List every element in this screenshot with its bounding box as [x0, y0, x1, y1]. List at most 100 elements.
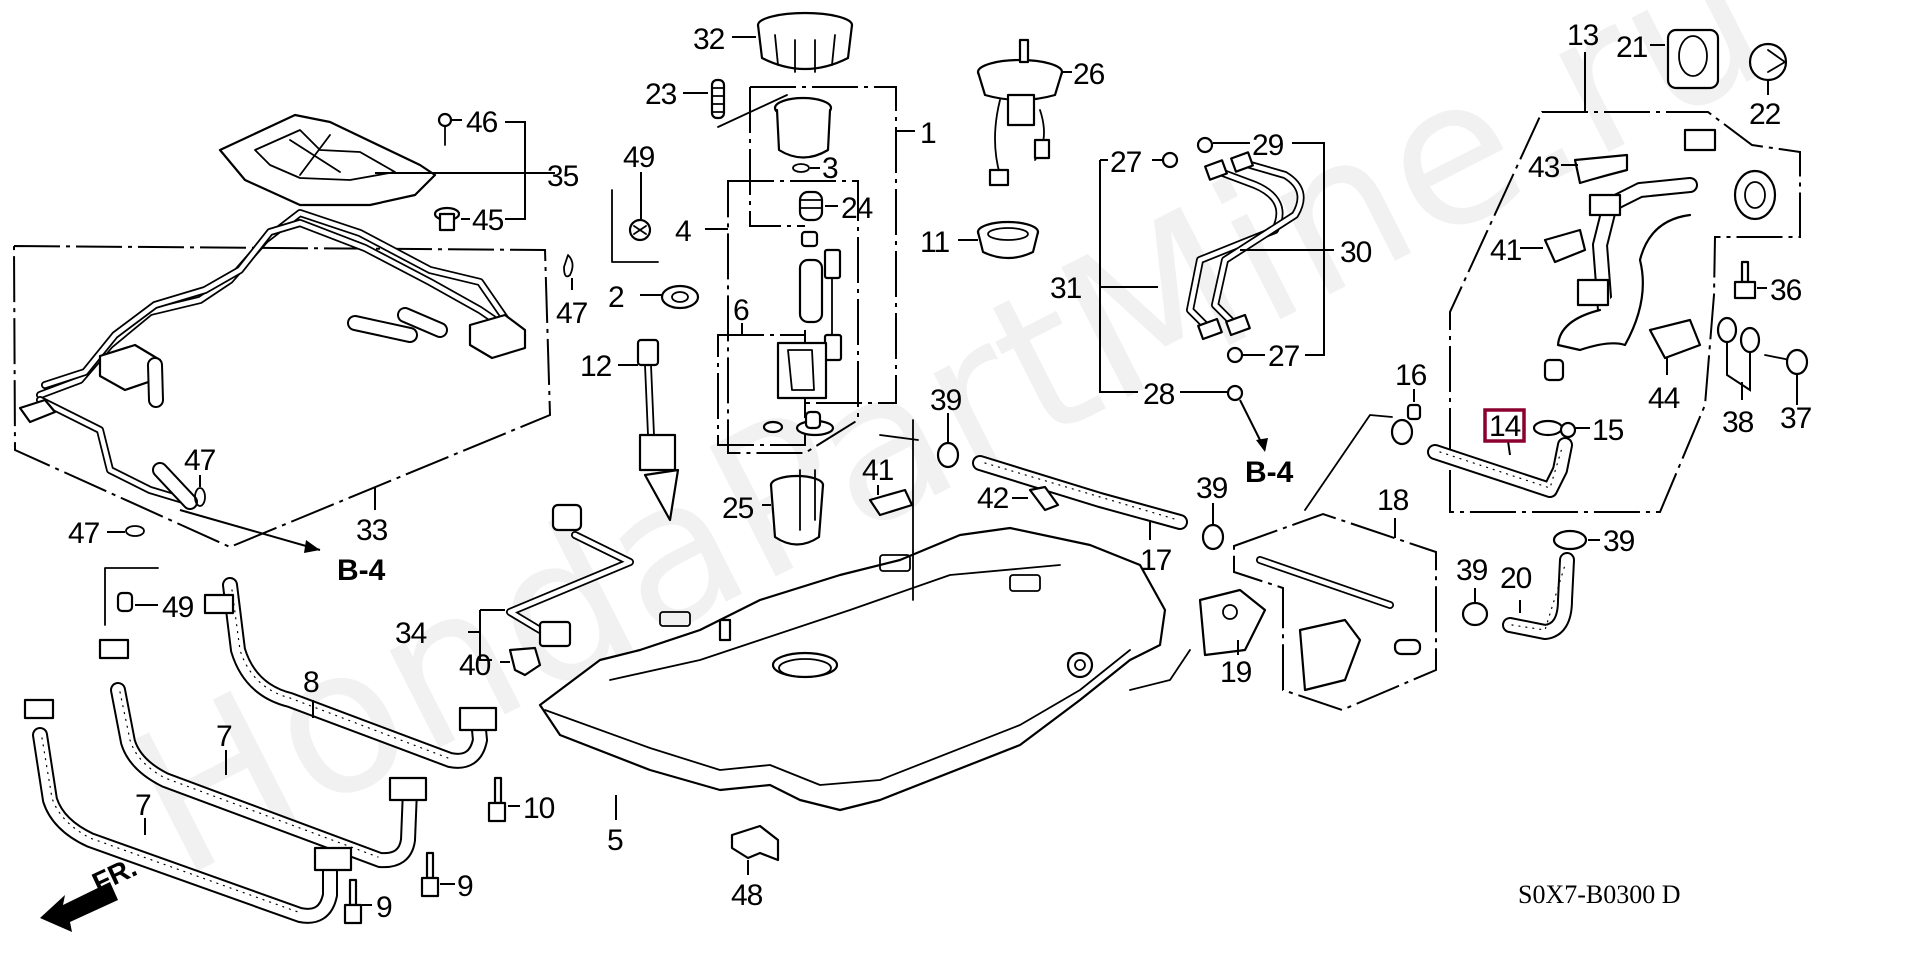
callout-40-text[interactable]: 40	[459, 649, 492, 682]
part-7-strap-front[interactable]	[23, 698, 353, 924]
callout-39-d[interactable]: 39	[1456, 554, 1489, 587]
callout-49-top[interactable]: 49	[623, 141, 656, 174]
callout-47-left[interactable]: 47	[68, 517, 101, 550]
part-39-clamp-d[interactable]	[1461, 601, 1489, 627]
callout-2[interactable]: 2	[608, 281, 625, 314]
callout-27-bottom[interactable]: 27	[1268, 340, 1301, 373]
callout-15[interactable]: 15	[1592, 414, 1625, 447]
part-41-clip-left[interactable]	[868, 488, 914, 517]
callout-37[interactable]: 37	[1780, 402, 1813, 435]
part-40-clip[interactable]	[508, 646, 542, 677]
callout-39-b[interactable]: 39	[1196, 472, 1229, 505]
part-11-gasket[interactable]	[976, 220, 1040, 260]
callout-16[interactable]: 16	[1395, 359, 1428, 392]
callout-4[interactable]: 4	[675, 215, 692, 248]
callout-18[interactable]: 18	[1377, 484, 1410, 517]
part-7-strap-rear[interactable]	[98, 638, 428, 869]
part-15-clamp[interactable]	[1532, 419, 1577, 439]
part-39-clamp-c[interactable]	[1552, 529, 1588, 551]
callout-5[interactable]: 5	[607, 824, 624, 857]
callout-19[interactable]: 19	[1220, 656, 1253, 689]
callout-11[interactable]: 11	[920, 226, 950, 259]
part-45-grommet[interactable]	[433, 206, 461, 232]
part-fuel-pump-motor[interactable]	[798, 230, 843, 362]
callout-26[interactable]: 26	[1073, 58, 1106, 91]
callout-43[interactable]: 43	[1528, 151, 1561, 184]
part-20-hose[interactable]	[1502, 552, 1575, 640]
part-18-canister-parts[interactable]	[1256, 556, 1422, 692]
part-10-bolt[interactable]	[487, 776, 507, 823]
callout-41-left[interactable]: 41	[862, 454, 895, 487]
part-16-clamp[interactable]	[1390, 403, 1422, 446]
part-21-filler-base[interactable]	[1666, 28, 1720, 90]
callout-22[interactable]: 22	[1749, 98, 1782, 131]
part-17-hose[interactable]	[972, 455, 1188, 530]
callout-39-a[interactable]: 39	[930, 384, 963, 417]
part-33-fuel-pipe-assembly[interactable]	[12, 209, 552, 549]
part-38-washer-seal[interactable]	[1716, 316, 1761, 354]
part-42-clip[interactable]	[1028, 485, 1060, 512]
callout-32[interactable]: 32	[693, 23, 726, 56]
callout-30[interactable]: 30	[1340, 236, 1373, 269]
part-22-cap[interactable]	[1748, 42, 1788, 82]
callout-31[interactable]: 31	[1050, 272, 1083, 305]
callout-17[interactable]: 17	[1140, 544, 1173, 577]
part-35-heat-shield[interactable]	[218, 113, 437, 207]
callout-47-mid[interactable]: 47	[184, 444, 217, 477]
part-14-hose[interactable]	[1427, 437, 1573, 498]
callout-24[interactable]: 24	[841, 192, 874, 225]
callout-46[interactable]: 46	[466, 106, 499, 139]
callout-38[interactable]: 38	[1722, 406, 1755, 439]
callout-49-bottom[interactable]: 49	[162, 591, 195, 624]
callout-12[interactable]: 12	[580, 350, 613, 383]
callout-21[interactable]: 21	[1616, 31, 1649, 64]
callout-23[interactable]: 23	[645, 78, 678, 111]
part-5-fuel-tank[interactable]	[538, 526, 1167, 812]
part-49-clip-lower[interactable]	[116, 591, 134, 613]
part-12-harness[interactable]	[636, 338, 680, 522]
callout-8[interactable]: 8	[303, 666, 320, 699]
part-37-bolt[interactable]	[1764, 348, 1809, 376]
callout-7-mid[interactable]: 7	[216, 720, 233, 753]
callout-45[interactable]: 45	[472, 204, 505, 237]
callout-41-right[interactable]: 41	[1490, 234, 1523, 267]
callout-20[interactable]: 20	[1500, 562, 1533, 595]
callout-33[interactable]: 33	[356, 514, 389, 547]
callout-48[interactable]: 48	[731, 879, 764, 912]
callout-42[interactable]: 42	[977, 482, 1010, 515]
part-1-pump-top[interactable]	[773, 96, 833, 159]
part-48-clip[interactable]	[730, 824, 780, 862]
callout-39-c[interactable]: 39	[1603, 525, 1636, 558]
part-24-filter[interactable]	[798, 190, 824, 222]
part-41-clip-right[interactable]	[1543, 228, 1587, 264]
callout-13[interactable]: 13	[1567, 19, 1600, 52]
callout-29[interactable]: 29	[1252, 129, 1285, 162]
part-6-regulator[interactable]	[762, 341, 835, 437]
part-26-filter-assembly[interactable]	[976, 38, 1064, 187]
callout-34[interactable]: 34	[395, 617, 428, 650]
callout-25[interactable]: 25	[722, 492, 755, 525]
part-39-clamp-b[interactable]	[1201, 523, 1225, 551]
part-25-reservoir[interactable]	[769, 469, 825, 546]
part-3-o-ring[interactable]	[792, 163, 810, 173]
part-49-clip[interactable]	[628, 218, 652, 242]
callout-35[interactable]: 35	[547, 160, 580, 193]
callout-36[interactable]: 36	[1770, 274, 1803, 307]
callout-3[interactable]: 3	[822, 152, 839, 185]
part-39-clamp-a[interactable]	[936, 441, 960, 469]
part-36-bolt[interactable]	[1733, 260, 1757, 300]
callout-44[interactable]: 44	[1648, 382, 1681, 415]
callout-27-top[interactable]: 27	[1110, 146, 1143, 179]
part-13-filler-neck[interactable]	[1543, 128, 1777, 382]
part-19-valve[interactable]	[1198, 588, 1267, 657]
part-9-bolt-right[interactable]	[420, 851, 440, 898]
part-23-spring[interactable]	[710, 78, 726, 120]
part-32-lock-ring[interactable]	[756, 11, 854, 73]
callout-28[interactable]: 28	[1143, 378, 1176, 411]
callout-9-left[interactable]: 9	[376, 891, 393, 924]
part-8-strap[interactable]	[203, 577, 498, 769]
callout-10-text[interactable]: 10	[523, 792, 556, 825]
part-30-31-fuel-lines[interactable]	[1186, 151, 1305, 341]
callout-47-right[interactable]: 47	[556, 297, 589, 330]
part-46-screw[interactable]	[437, 112, 453, 146]
